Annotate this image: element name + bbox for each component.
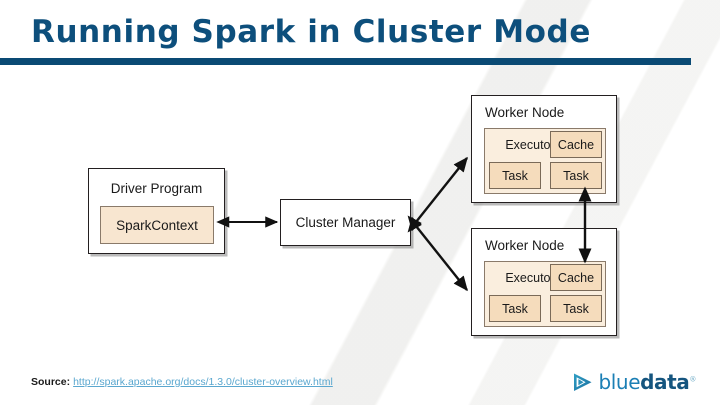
bluedata-logo: bluedata® (572, 370, 696, 394)
task-box: Task (489, 162, 541, 189)
cluster-manager-box: Cluster Manager (280, 199, 411, 246)
sparkcontext-box: SparkContext (100, 206, 214, 244)
task-box: Task (550, 162, 602, 189)
worker-node-box: Worker Node Executor Cache Task Task (471, 228, 617, 336)
play-triangle-icon (574, 373, 592, 391)
driver-program-label: Driver Program (110, 181, 203, 196)
title-divider (0, 58, 691, 65)
driver-program-box: Driver Program SparkContext (88, 168, 225, 254)
executor-box: Executor Cache Task Task (484, 128, 606, 194)
executor-box: Executor Cache Task Task (484, 261, 606, 327)
worker-node-label: Worker Node (485, 105, 565, 120)
worker-node-box: Worker Node Executor Cache Task Task (471, 95, 617, 203)
page-title: Running Spark in Cluster Mode (31, 14, 591, 50)
cache-box: Cache (550, 131, 602, 158)
logo-text-bold: data (640, 370, 690, 394)
logo-text-light: blue (598, 370, 641, 394)
source-line: Source:http://spark.apache.org/docs/1.3.… (31, 376, 333, 388)
task-box: Task (489, 295, 541, 322)
bluedata-wordmark: bluedata® (598, 370, 696, 394)
worker-node-label: Worker Node (485, 238, 565, 253)
source-label: Source: (31, 376, 71, 388)
task-box: Task (550, 295, 602, 322)
source-url-link[interactable]: http://spark.apache.org/docs/1.3.0/clust… (73, 376, 333, 388)
logo-trademark: ® (689, 375, 696, 384)
cache-box: Cache (550, 264, 602, 291)
